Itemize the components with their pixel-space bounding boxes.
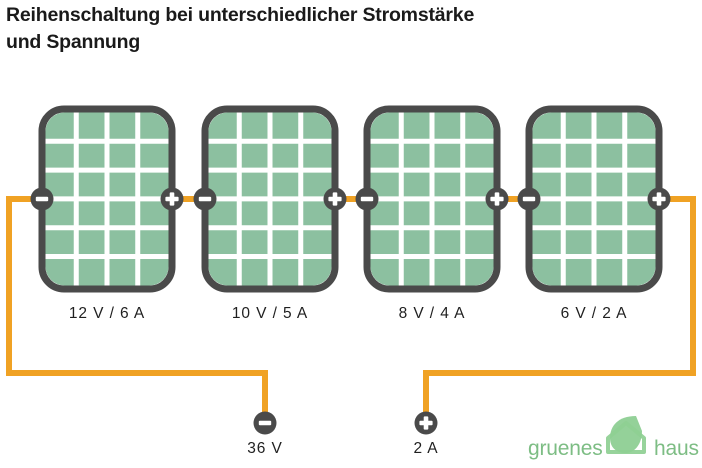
panel-2-label: 10 V / 5 A: [231, 305, 309, 322]
panel-2-minus-terminal: [193, 187, 217, 211]
logo-text-right: haus: [654, 437, 699, 460]
brand-logo: gruenes haus: [528, 414, 700, 464]
output-positive-label: 2 A: [413, 440, 439, 457]
panel-4-plus-terminal: [647, 187, 671, 211]
page-title: Reihenschaltung bei unterschiedlicher St…: [6, 4, 475, 53]
output-positive-terminal: [414, 411, 438, 435]
solar-panel-3: [367, 109, 497, 289]
output-negative-terminal: [253, 411, 277, 435]
output-negative-label: 36 V: [247, 440, 283, 457]
solar-panel-1: [42, 109, 172, 289]
panel-3-minus-terminal: [355, 187, 379, 211]
logo-text-left: gruenes: [528, 437, 603, 460]
panel-3-label: 8 V / 4 A: [398, 305, 466, 322]
panel-4-label: 6 V / 2 A: [560, 305, 628, 322]
wire-negative-output: [6, 196, 268, 412]
panel-2-plus-terminal: [323, 187, 347, 211]
panel-1-label: 12 V / 6 A: [68, 305, 146, 322]
panel-3-plus-terminal: [485, 187, 509, 211]
panel-1-minus-terminal: [30, 187, 54, 211]
panel-1-plus-terminal: [160, 187, 184, 211]
wire-positive-output: [423, 196, 696, 412]
solar-panel-4: [529, 109, 659, 289]
leaf-house-icon: [606, 416, 646, 454]
panel-4-minus-terminal: [517, 187, 541, 211]
solar-panel-2: [205, 109, 335, 289]
